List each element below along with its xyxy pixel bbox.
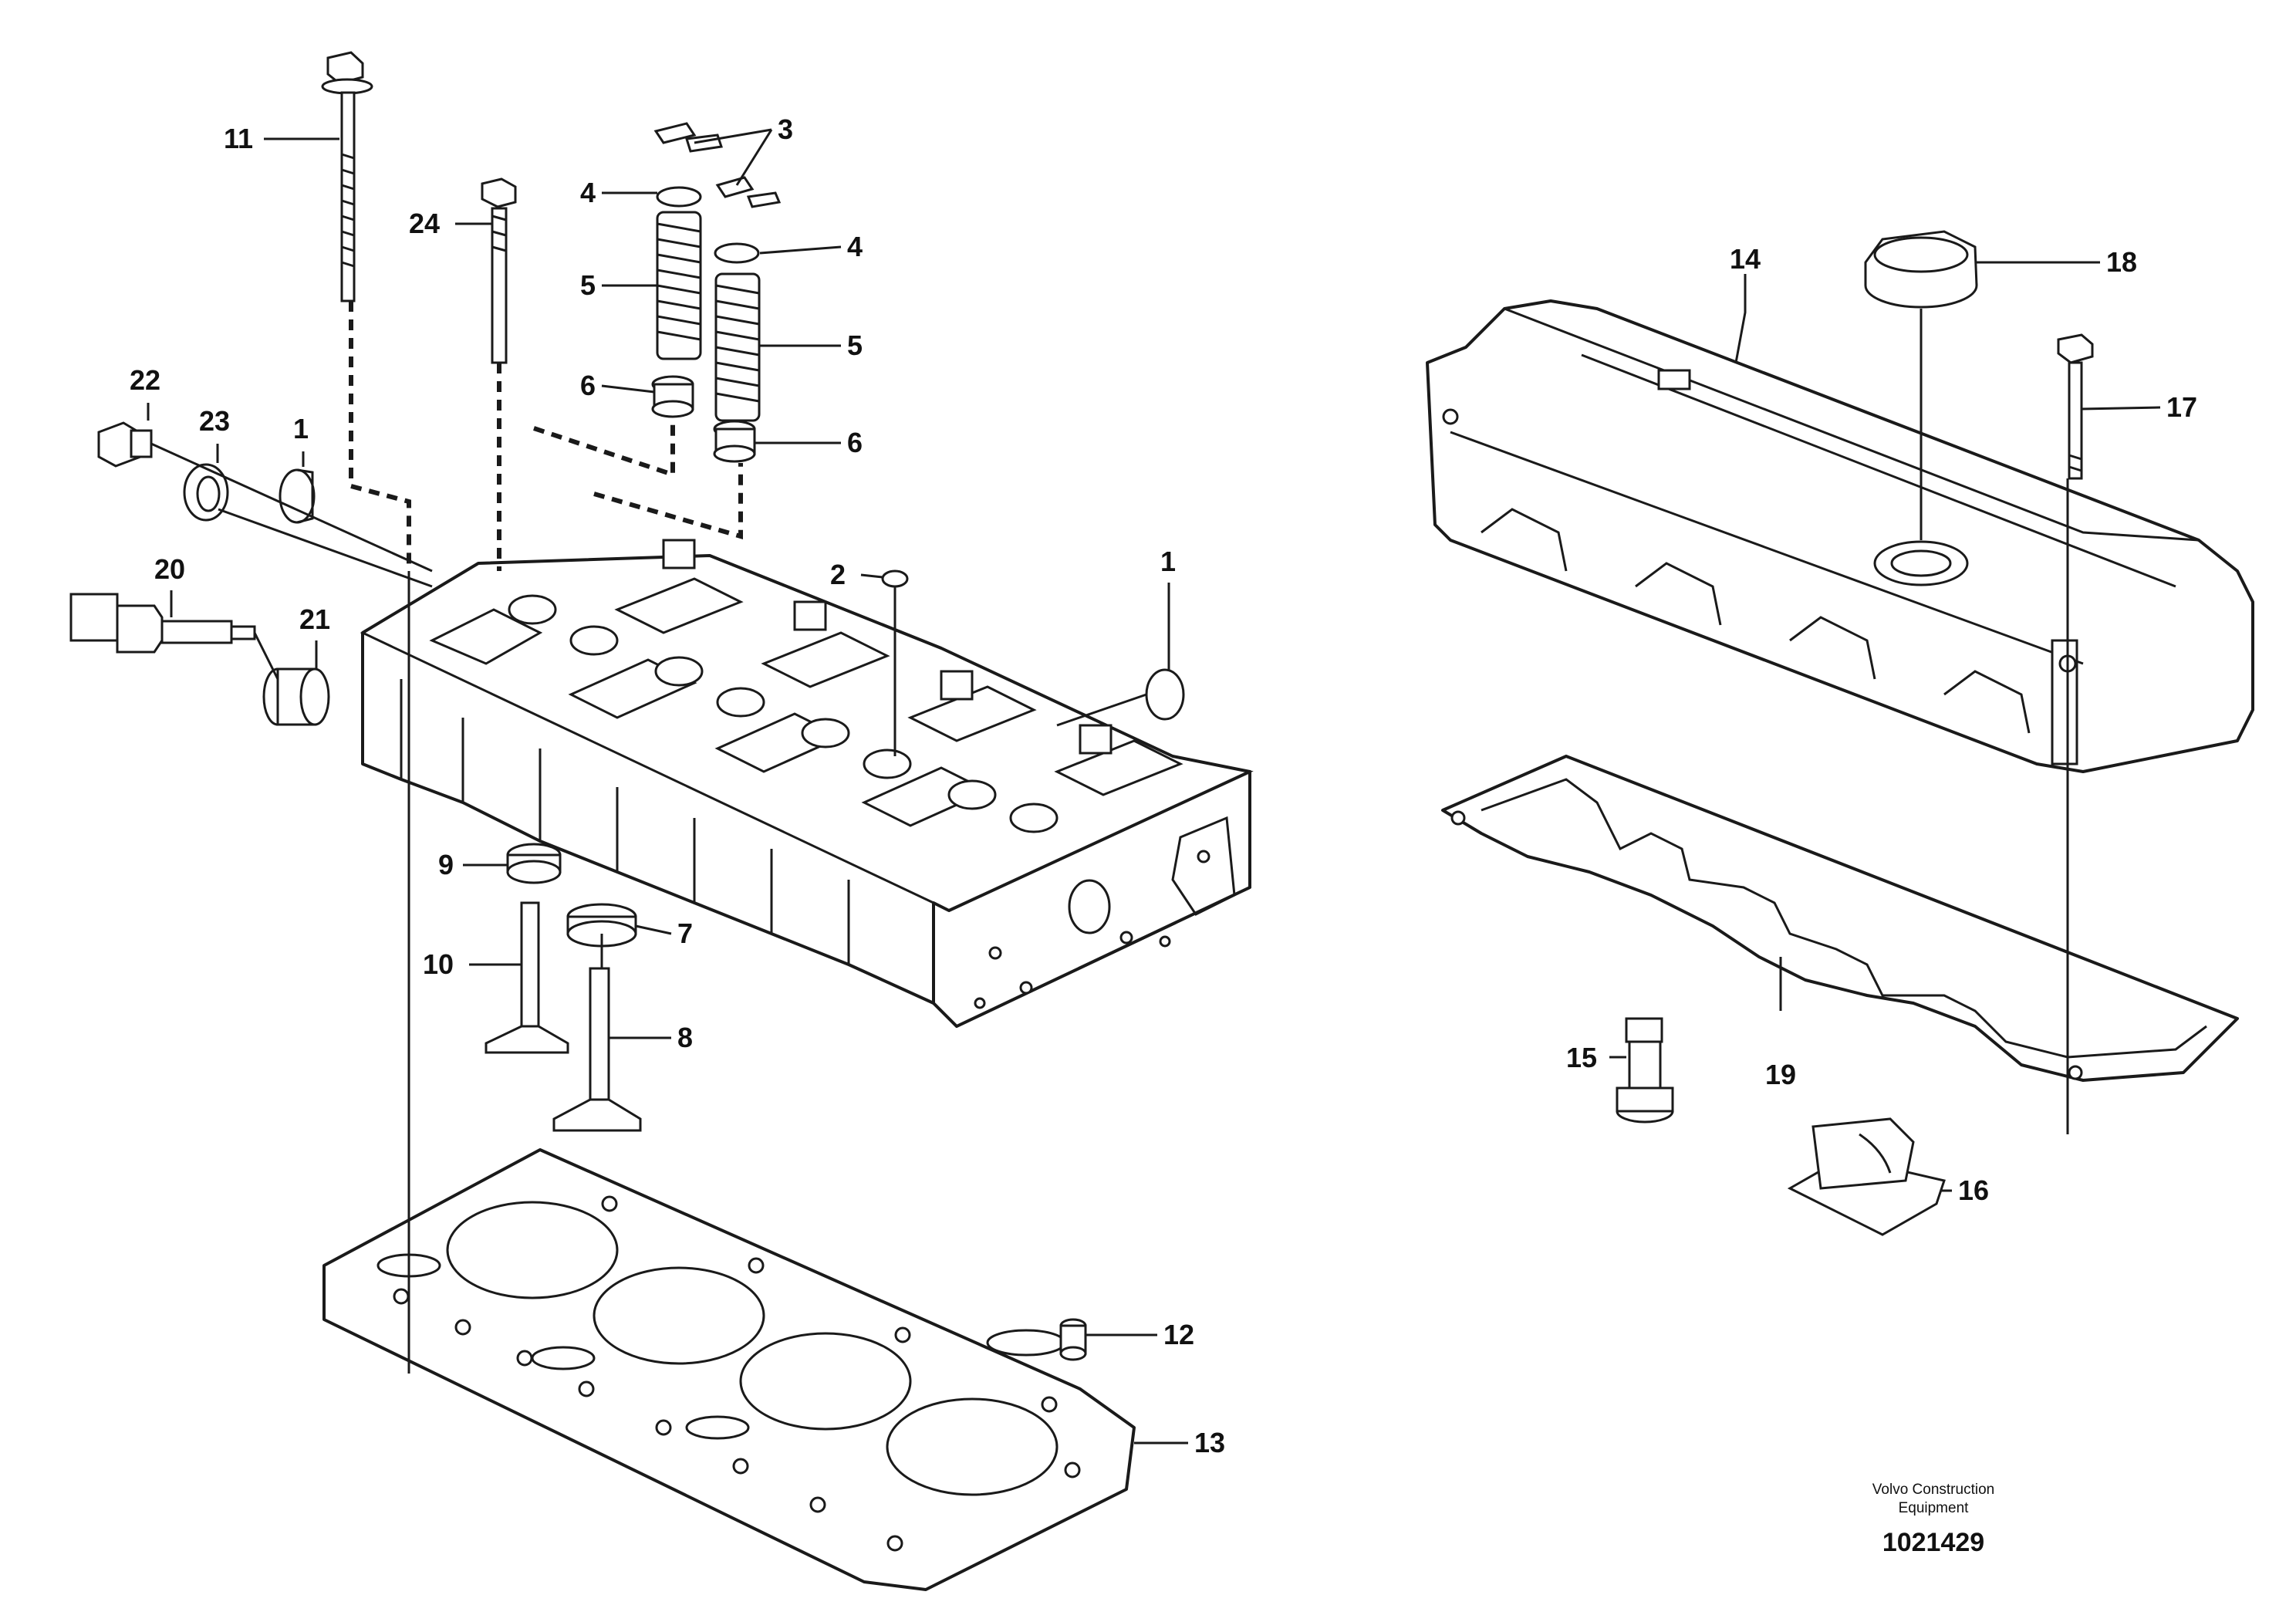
callout-3: 3: [778, 113, 793, 145]
credit-line-2: Equipment: [1899, 1500, 1970, 1516]
exhaust-valve: [485, 901, 569, 1054]
callout-9: 9: [438, 849, 454, 880]
core-plug-right: [1145, 668, 1185, 721]
valve-cover-gasket: [1441, 755, 2239, 1082]
callout-20: 20: [154, 553, 185, 585]
callout-23: 23: [199, 405, 230, 437]
sealing-washer: [183, 463, 229, 522]
callout-6-right: 6: [847, 427, 863, 458]
callout-4-left: 4: [580, 177, 596, 208]
core-plug-left: [279, 468, 316, 524]
callout-22: 22: [130, 364, 160, 396]
callout-24: 24: [409, 208, 440, 239]
sensor-sleeve: [262, 667, 330, 726]
cylinder-head: [360, 539, 1254, 1028]
injector-sleeve: [881, 569, 909, 588]
callout-13: 13: [1194, 1427, 1225, 1458]
valve-stem-seal-right: [713, 420, 756, 463]
callout-5-left: 5: [580, 269, 596, 301]
callout-16: 16: [1958, 1174, 1989, 1206]
spring-retainer-left: [656, 186, 702, 208]
callout-labels: 11 24 3 4 4 5 5 6 6 2 1 1 23 22 20 21 9 …: [130, 113, 2197, 1458]
callout-19: 19: [1765, 1059, 1796, 1090]
callout-11: 11: [224, 123, 253, 154]
callout-8: 8: [677, 1022, 693, 1053]
callout-7: 7: [677, 917, 693, 949]
callout-21: 21: [299, 603, 330, 635]
valve-seat-ring-exhaust: [506, 843, 562, 884]
valve-spring-right: [714, 272, 761, 422]
drawing-number: 1021429: [1882, 1528, 1984, 1557]
callout-5-right: 5: [847, 329, 863, 361]
callout-1-right: 1: [1160, 546, 1176, 577]
valve-spring-left: [656, 211, 702, 360]
cylinder-head-bolt-long: [321, 51, 373, 302]
breather-valve: [1616, 1017, 1674, 1124]
dowel-pin: [1059, 1318, 1087, 1361]
drain-plug: [97, 421, 153, 468]
callout-4-right: 4: [847, 231, 863, 262]
valve-stem-seal-left: [651, 375, 694, 418]
callout-2: 2: [830, 559, 846, 590]
callout-12: 12: [1163, 1319, 1194, 1350]
rubber-bracket: [1787, 1117, 1946, 1236]
callout-14: 14: [1730, 243, 1761, 275]
credit-line-1: Volvo Construction: [1872, 1482, 1994, 1498]
valve-collets: [653, 122, 782, 208]
valve-cover: [1426, 299, 2254, 773]
spring-retainer-right: [714, 242, 760, 264]
cylinder-head-bolt-short: [481, 177, 517, 364]
valve-cover-bolt: [2057, 333, 2094, 480]
head-gasket: [322, 1148, 1136, 1591]
intake-valve: [552, 967, 642, 1132]
callout-15: 15: [1566, 1042, 1597, 1073]
callout-6-left: 6: [580, 370, 596, 401]
oil-filler-cap: [1864, 230, 1978, 309]
publisher-credit: Volvo Construction Equipment 1021429: [1872, 1482, 1994, 1557]
callout-18: 18: [2106, 246, 2137, 278]
temperature-sensor: [69, 593, 256, 654]
callout-10: 10: [423, 948, 454, 980]
callout-1-left: 1: [293, 413, 309, 444]
callout-17: 17: [2166, 391, 2197, 423]
leader-lines: [147, 128, 2161, 1445]
